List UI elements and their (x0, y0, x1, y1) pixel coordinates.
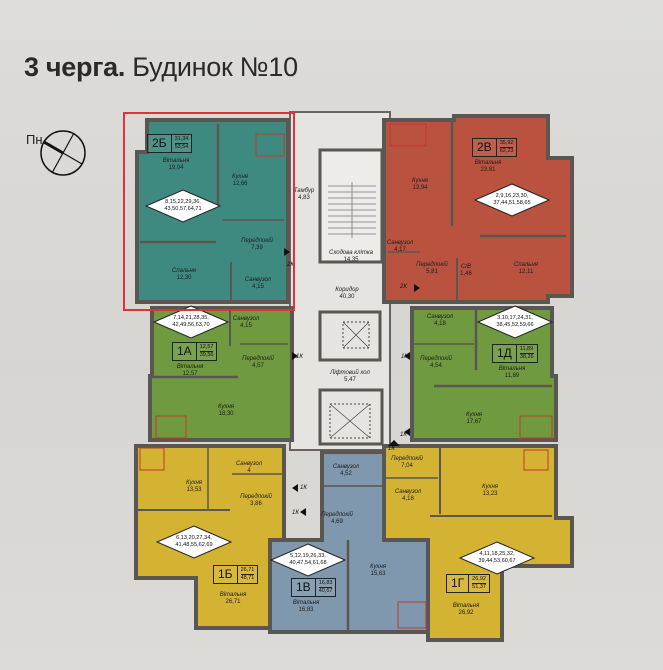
floors-list-2b: 8,15,22,29,36, 43,50,57,64,71 (145, 189, 221, 223)
floors-list-1a: 7,14,21,28,35, 42,49,56,63,70 (153, 305, 229, 339)
apartment-2v-shape (382, 114, 574, 304)
entrance-door-1a[interactable]: 1К (296, 354, 303, 360)
entrance-door-1b[interactable]: 1К (300, 485, 307, 491)
floors-list-1v: 5,12,19,26,33, 40,47,54,61,68 (270, 543, 346, 577)
entrance-door-1d[interactable]: 1К (401, 354, 408, 360)
floors-list-2v: 2,9,16,23,30, 37,44,51,58,65 (474, 183, 550, 217)
elevator-shaft-lower (318, 388, 384, 446)
entrance-door-1d-lower[interactable]: 1К (400, 432, 407, 438)
floors-list-1b: 6,13,20,27,34, 41,48,55,62,69 (156, 525, 232, 559)
compass-north-label: Пн (26, 132, 43, 147)
stairwell-shape (318, 148, 384, 264)
entrance-door-1g[interactable]: 1К (388, 446, 395, 452)
entrance-door-1v[interactable]: 1К (292, 510, 299, 516)
page-title: 3 черга. Будинок №10 (24, 52, 298, 82)
north-compass-icon (40, 130, 86, 176)
elevator-shaft-upper (318, 310, 382, 362)
entrance-door-2v[interactable]: 2К (400, 284, 407, 290)
apartment-1d-shape (410, 306, 558, 442)
apartment-1a-shape (148, 306, 294, 442)
selected-apartment-highlight (123, 112, 295, 311)
floors-list-1d: 3,10,17,24,31, 38,45,52,59,66 (477, 305, 553, 339)
entrance-door-2b[interactable]: 2К (287, 262, 294, 268)
floors-list-1g: 4,11,18,25,32, 39,44,53,60,67 (459, 541, 535, 575)
